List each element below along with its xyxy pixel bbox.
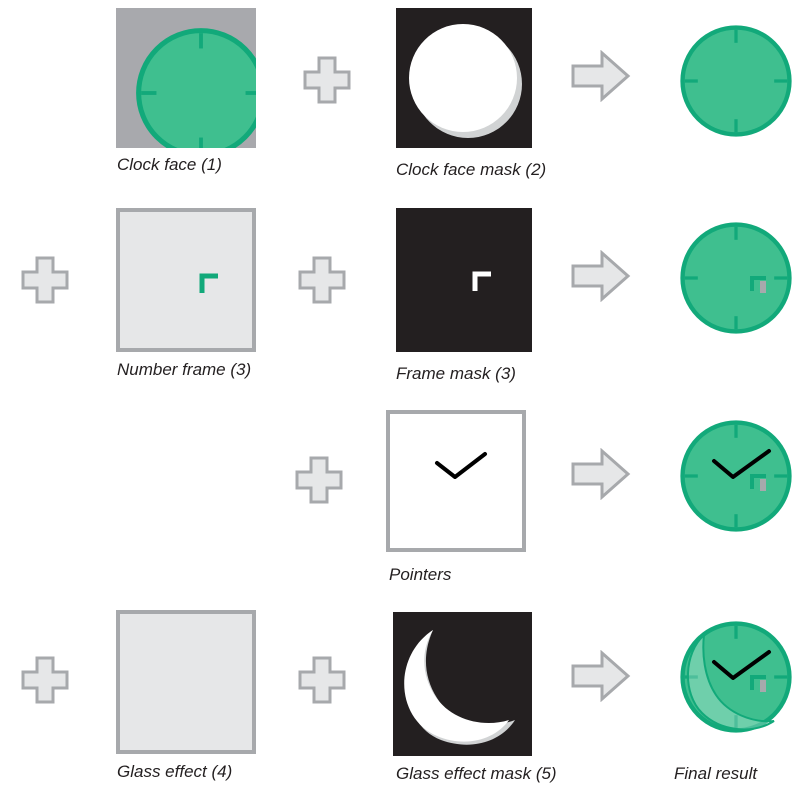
arrow-right-icon <box>570 448 632 500</box>
frame-mask-tile <box>396 208 532 352</box>
result-step-1 <box>676 21 796 141</box>
clock-result-icon <box>676 218 796 338</box>
frame-mask-icon <box>472 271 491 291</box>
pointers-icon <box>435 452 487 479</box>
arrow-right-icon <box>570 650 632 702</box>
arrow-right-icon <box>570 50 632 102</box>
plus-icon <box>20 655 70 705</box>
arrow-right-icon <box>570 250 632 302</box>
crescent-mask-icon <box>404 630 515 745</box>
glass-effect-mask-tile <box>393 612 532 756</box>
caption-glass-effect-mask: Glass effect mask (5) <box>396 764 557 783</box>
glass-effect-tile <box>116 610 256 754</box>
plus-icon <box>20 255 70 305</box>
caption-final-result: Final result <box>674 764 758 783</box>
pointers-tile <box>386 410 526 552</box>
caption-clock-face-mask: Clock face mask (2) <box>396 160 547 179</box>
plus-icon <box>302 55 352 105</box>
result-step-3 <box>676 416 796 536</box>
caption-clock-face: Clock face (1) <box>117 155 222 174</box>
clock-result-icon <box>676 21 796 141</box>
plus-icon <box>294 455 344 505</box>
number-frame-icon <box>199 273 218 293</box>
number-frame-tile <box>116 208 256 352</box>
result-step-2 <box>676 218 796 338</box>
caption-frame-mask: Frame mask (3) <box>396 364 516 383</box>
clock-face-mask-tile <box>396 8 532 148</box>
final-clock-icon <box>676 617 796 737</box>
clock-face-icon <box>116 8 256 148</box>
plus-icon <box>297 255 347 305</box>
clock-mask-icon <box>409 24 522 138</box>
caption-number-frame: Number frame (3) <box>117 360 252 379</box>
result-final <box>676 617 796 737</box>
caption-pointers: Pointers <box>389 565 452 584</box>
clock-result-icon <box>676 416 796 536</box>
clock-face-tile <box>116 8 256 148</box>
caption-glass-effect: Glass effect (4) <box>117 762 233 781</box>
plus-icon <box>297 655 347 705</box>
